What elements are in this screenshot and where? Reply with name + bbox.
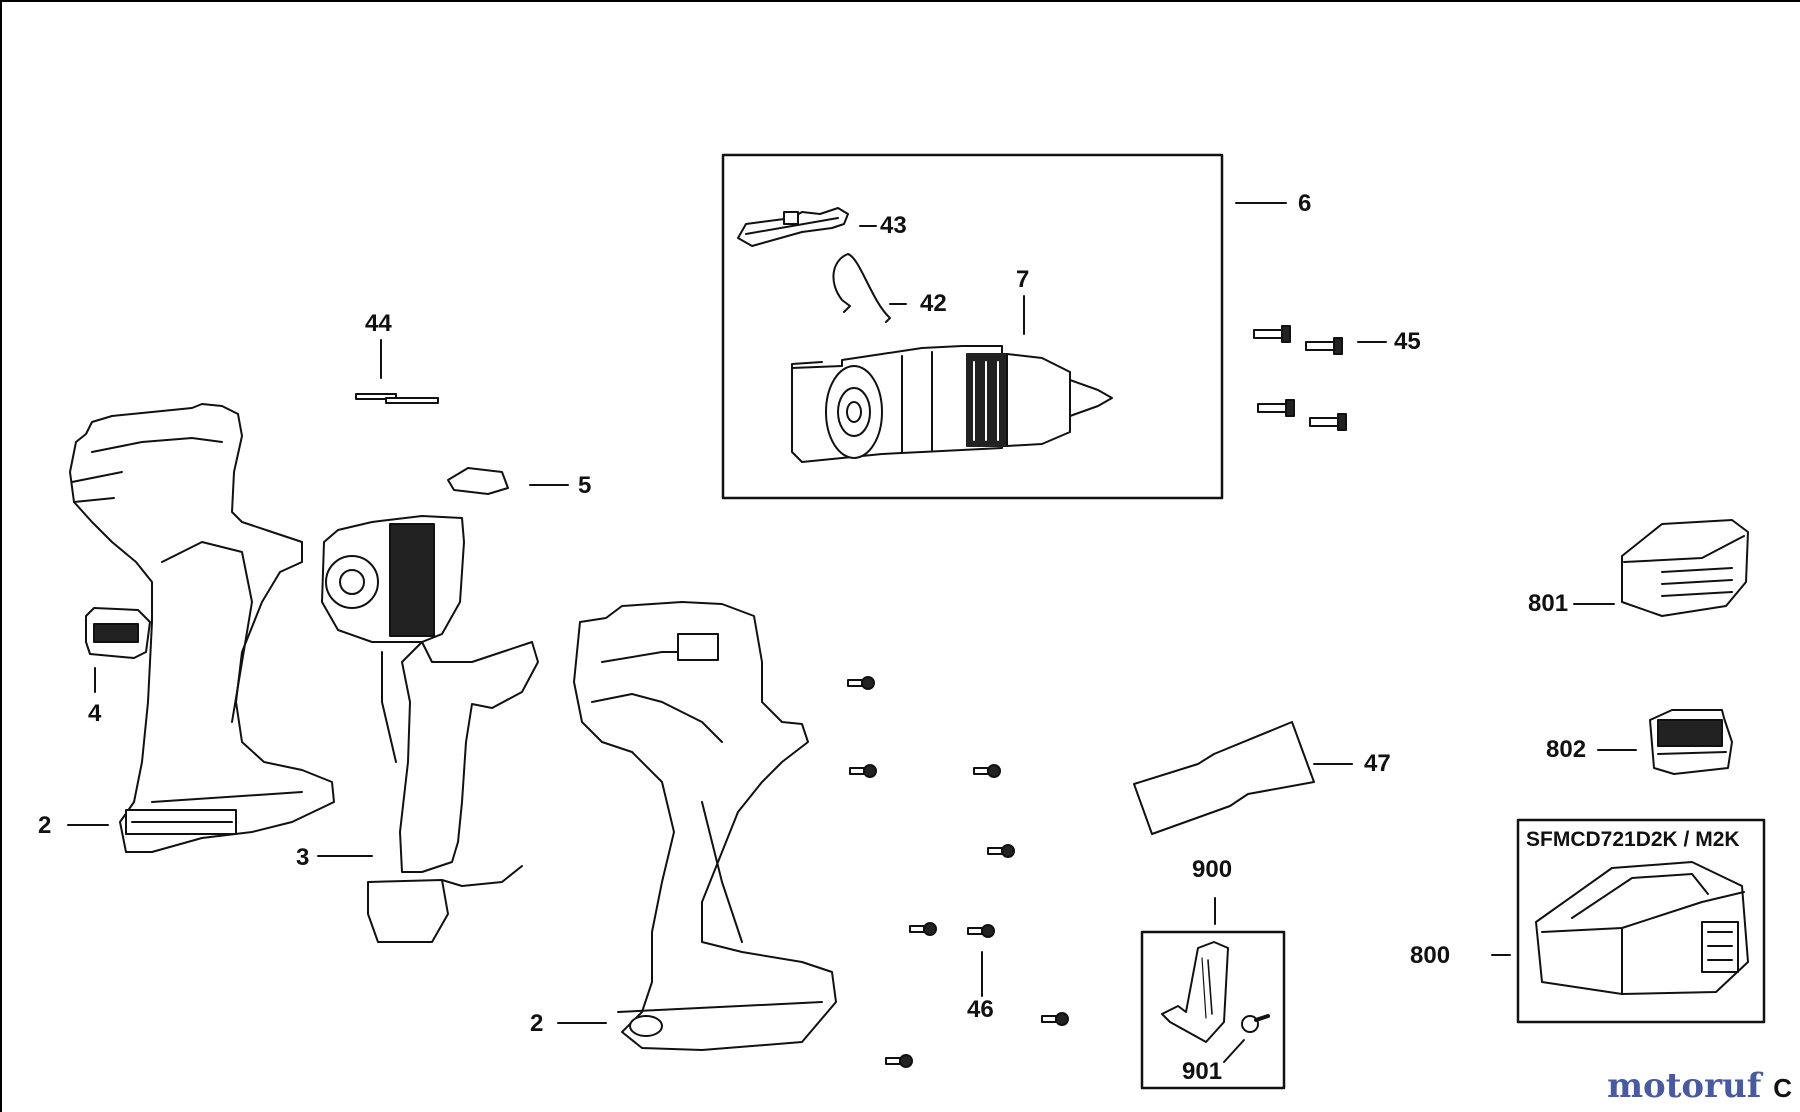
callout-43: 43	[880, 212, 907, 239]
screw	[849, 764, 877, 778]
part-4-badge	[85, 607, 151, 659]
part-43-selector-plate	[737, 207, 849, 247]
callout-801: 801	[1528, 590, 1569, 617]
callout-2-right: 2	[530, 1010, 544, 1037]
part-42-spring-clip	[832, 253, 891, 323]
callout-42: 42	[920, 290, 947, 317]
callout-5: 5	[578, 472, 592, 499]
watermark-mark: C	[1773, 1073, 1792, 1103]
callout-900: 900	[1192, 856, 1233, 883]
callout-4: 4	[88, 700, 102, 727]
callout-3: 3	[296, 844, 310, 871]
screw	[1253, 325, 1291, 343]
part-7-gearbox	[791, 345, 1113, 463]
part-2-left-housing	[69, 403, 335, 853]
part-2-right-housing	[573, 601, 837, 1051]
kit-title: SFMCD721D2K / M2K	[1526, 828, 1740, 851]
screw	[987, 844, 1015, 858]
callout-2-left: 2	[38, 812, 52, 839]
part-900-belt-hook	[1161, 941, 1229, 1043]
callout-46: 46	[967, 996, 994, 1023]
leader-901	[1223, 1039, 1245, 1063]
gearbox-assembly-box	[721, 153, 1224, 500]
part-901-screw	[1241, 1014, 1270, 1033]
callout-7: 7	[1016, 266, 1030, 293]
screw	[909, 922, 937, 936]
screw	[1041, 1012, 1069, 1026]
callout-800: 800	[1410, 942, 1451, 969]
screw	[1257, 399, 1295, 417]
kit-box-frame	[1516, 818, 1766, 1024]
screw	[885, 1054, 913, 1068]
part-801-charger	[1621, 519, 1749, 617]
belt-hook-box	[1140, 930, 1286, 1090]
watermark-text: motoruf	[1607, 1066, 1762, 1106]
callout-802: 802	[1546, 736, 1587, 763]
callout-901: 901	[1182, 1058, 1223, 1085]
part-802-battery	[1649, 709, 1733, 775]
watermark-logo: motoruf C	[1607, 1066, 1792, 1106]
part-3-motor-switch	[321, 515, 539, 943]
part-44-pins	[355, 339, 439, 404]
callout-47: 47	[1364, 750, 1391, 777]
part-5-button	[447, 467, 509, 495]
callout-45: 45	[1394, 328, 1421, 355]
screw	[1305, 337, 1343, 355]
screw	[1309, 413, 1347, 431]
part-47-label	[1133, 721, 1315, 835]
callout-6: 6	[1298, 190, 1312, 217]
part-46-screws	[847, 676, 1069, 1068]
screw	[847, 676, 875, 690]
screw	[967, 924, 995, 938]
callout-44: 44	[365, 310, 392, 337]
part-800-case	[1535, 861, 1749, 995]
screw	[973, 764, 1001, 778]
part-45-screws	[1253, 325, 1347, 431]
